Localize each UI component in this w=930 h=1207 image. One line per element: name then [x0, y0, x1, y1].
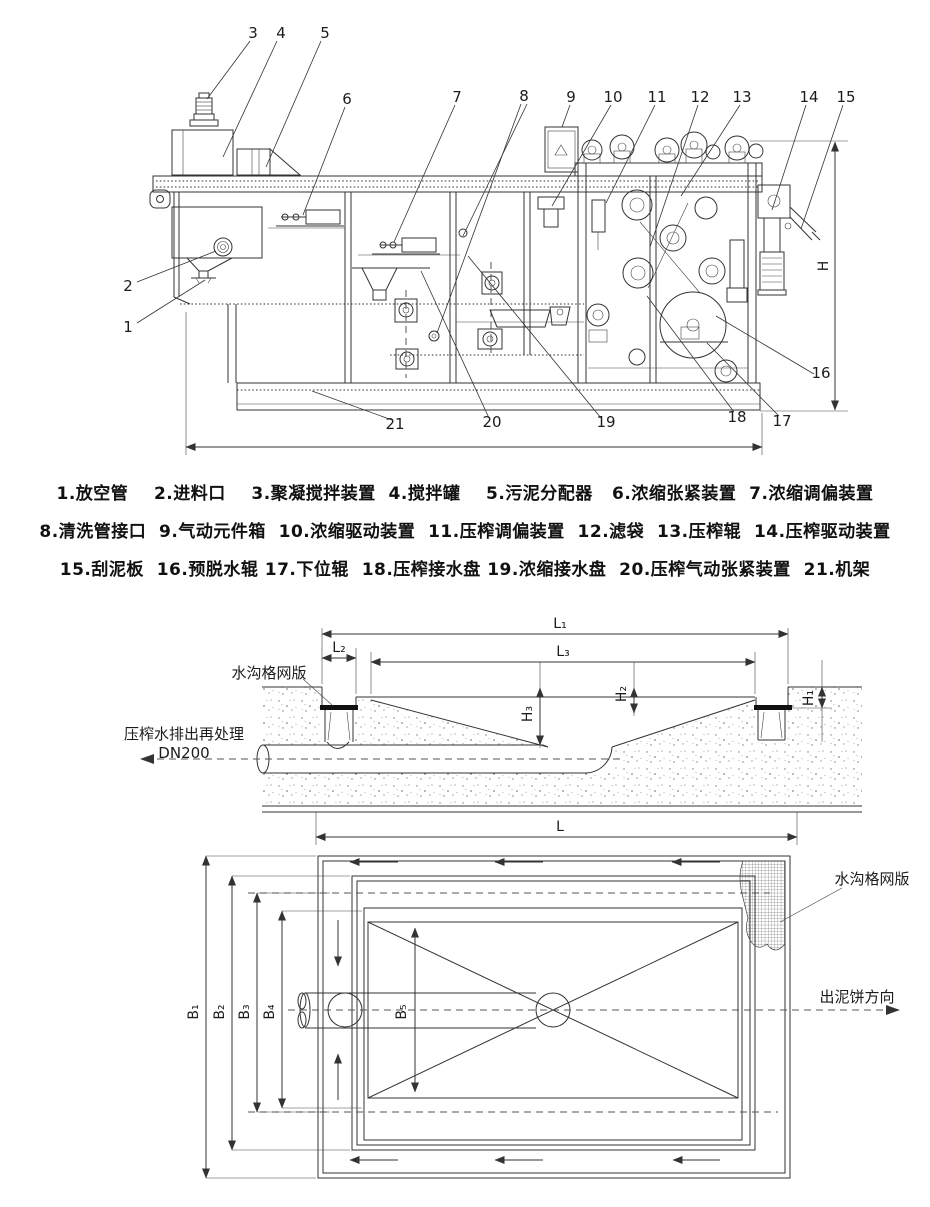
callout-15: 15 [836, 88, 855, 106]
flow-arrows [334, 858, 720, 1164]
callout-8: 8 [519, 87, 529, 105]
elevation-view: 1 2 3 4 5 6 7 8 9 10 11 12 13 14 15 16 1… [123, 24, 856, 455]
callout-2: 2 [123, 277, 133, 295]
thickening-drip-pan [489, 309, 551, 328]
callout-12: 12 [690, 88, 709, 106]
callout-17: 17 [772, 412, 791, 430]
callout-3: 3 [248, 24, 258, 42]
dim-B1: B₁ [186, 1004, 202, 1019]
callout-16: 16 [811, 364, 830, 382]
agitator-motor [189, 119, 219, 127]
dim-H2: H₂ [614, 686, 630, 702]
right-gutter [757, 710, 786, 741]
tank-outline [363, 907, 743, 1141]
press-top-rollers [581, 131, 764, 164]
callout-leaders [136, 40, 844, 421]
left-gutter [324, 710, 354, 749]
flow-arrow-icon [140, 754, 154, 764]
lifting-lug [149, 189, 171, 209]
plan-dimensions: B₁ B₂ B₃ B₄ B₅ [186, 855, 419, 1179]
section-dimensions: L₁ L₂ L₃ H₂ H₃ H₁ L [315, 616, 832, 845]
drain-note-line2: DN200 [158, 744, 209, 762]
callout-18: 18 [727, 408, 746, 426]
dim-L2: L₂ [332, 640, 345, 656]
press-rolls [621, 189, 726, 294]
feed-inlet [213, 237, 233, 257]
callout-4: 4 [276, 24, 286, 42]
callout-numbers: 1 2 3 4 5 6 7 8 9 10 11 12 13 14 15 16 1… [123, 24, 855, 433]
elevation-dimensions: H [185, 140, 848, 455]
discharge-arrow-icon [886, 1005, 900, 1015]
dim-B2: B₂ [212, 1004, 228, 1019]
drain-note-line1: 压榨水排出再处理 [124, 725, 244, 743]
mixing-tank-assembly [171, 92, 302, 176]
callout-19: 19 [596, 413, 615, 431]
callout-20: 20 [482, 413, 501, 431]
thickening-section [268, 209, 571, 378]
sludge-distributor [236, 148, 271, 176]
discharge-direction-label: 出泥饼方向 [819, 988, 894, 1006]
height-dim-label: H [816, 261, 832, 272]
legend-line-2: 8.清洗管接口 9.气动元件箱 10.浓缩驱动装置 11.压榨调偏装置 12.滤… [39, 522, 891, 542]
lower-roller [586, 303, 610, 327]
dim-L: L [556, 819, 564, 835]
section-view: L₁ L₂ L₃ H₂ H₃ H₁ L 水沟格网版 压榨水排出再处理 DN200 [124, 616, 862, 845]
callout-11: 11 [647, 88, 666, 106]
callout-21: 21 [385, 415, 404, 433]
callout-7: 7 [452, 88, 462, 106]
callout-9: 9 [566, 88, 576, 106]
pre-dewater-roll [659, 291, 728, 359]
callout-10: 10 [603, 88, 622, 106]
pneumatic-box [537, 126, 579, 228]
dim-L3: L₃ [556, 644, 569, 660]
press-tension-cylinder [729, 239, 745, 289]
dim-B4: B₄ [262, 1004, 278, 1020]
thickening-drive [537, 196, 565, 210]
press-section [581, 131, 821, 383]
frame-base [236, 382, 761, 411]
foundation-outline [317, 855, 791, 1179]
gutter-grate-hatch [739, 860, 786, 951]
drain-pipe [198, 270, 209, 279]
mixing-tank [171, 129, 234, 176]
gutter-grate-label-plan: 水沟格网版 [834, 870, 909, 888]
legend-line-1: 1.放空管 2.进料口 3.聚凝搅拌装置 4.搅拌罐 5.污泥分配器 6.浓缩张… [56, 484, 874, 504]
dim-B3: B₃ [237, 1004, 253, 1019]
thickening-align-cylinder [401, 237, 437, 253]
callout-13: 13 [732, 88, 751, 106]
press-align-cylinder [591, 199, 606, 233]
callout-5: 5 [320, 24, 330, 42]
dim-H3: H₃ [520, 706, 536, 722]
drain-pipe-dn200 [140, 744, 620, 774]
left-gutter-grate [320, 705, 358, 710]
machine-frame [149, 162, 763, 411]
plan-view: 水沟格网版 出泥饼方向 B₁ B₂ B₃ B₄ B₅ [186, 855, 910, 1179]
dim-L1: L₁ [553, 616, 566, 632]
right-gutter-grate [754, 705, 792, 710]
dim-B5: B₅ [394, 1004, 410, 1019]
press-drive-motor [757, 184, 791, 296]
dim-H1: H₁ [801, 690, 817, 706]
plan-drain-pipe [297, 992, 536, 1029]
feed-section [171, 206, 263, 284]
wash-pipe-port-2 [458, 228, 468, 238]
callout-1: 1 [123, 318, 133, 336]
callout-6: 6 [342, 90, 352, 108]
gutter-grate-label-section: 水沟格网版 [231, 664, 306, 682]
legend-line-3: 15.刮泥板 16.预脱水辊 17.下位辊 18.压榨接水盘 19.浓缩接水盘 … [59, 560, 871, 580]
thickening-tension-cylinder [305, 209, 341, 225]
pit-outline [351, 875, 756, 1151]
bearing-blocks [394, 262, 503, 378]
callout-14: 14 [799, 88, 818, 106]
wash-pipe-port [428, 330, 440, 342]
